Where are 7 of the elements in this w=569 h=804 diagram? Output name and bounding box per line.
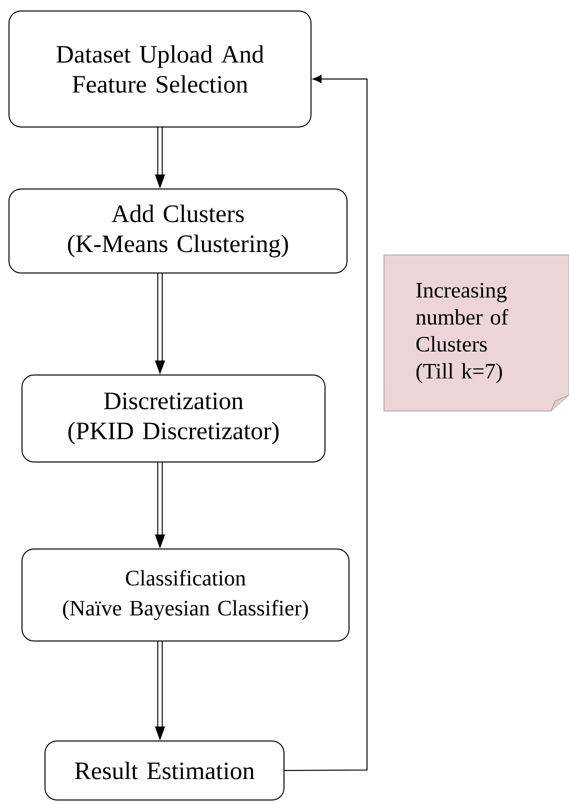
feedback-arrow — [284, 74, 368, 771]
process-box: Discretization (PKID Discretizator) — [22, 374, 326, 462]
process-box: Dataset Upload And Feature Selection — [8, 10, 312, 128]
process-box: Add Clusters (K-Means Clustering) — [8, 188, 348, 274]
process-box: Result Estimation — [44, 740, 284, 800]
process-box: Classification (Naïve Bayesian Classifier) — [22, 548, 350, 642]
note-box: Increasing number of Clusters (Till k=7) — [384, 254, 569, 412]
